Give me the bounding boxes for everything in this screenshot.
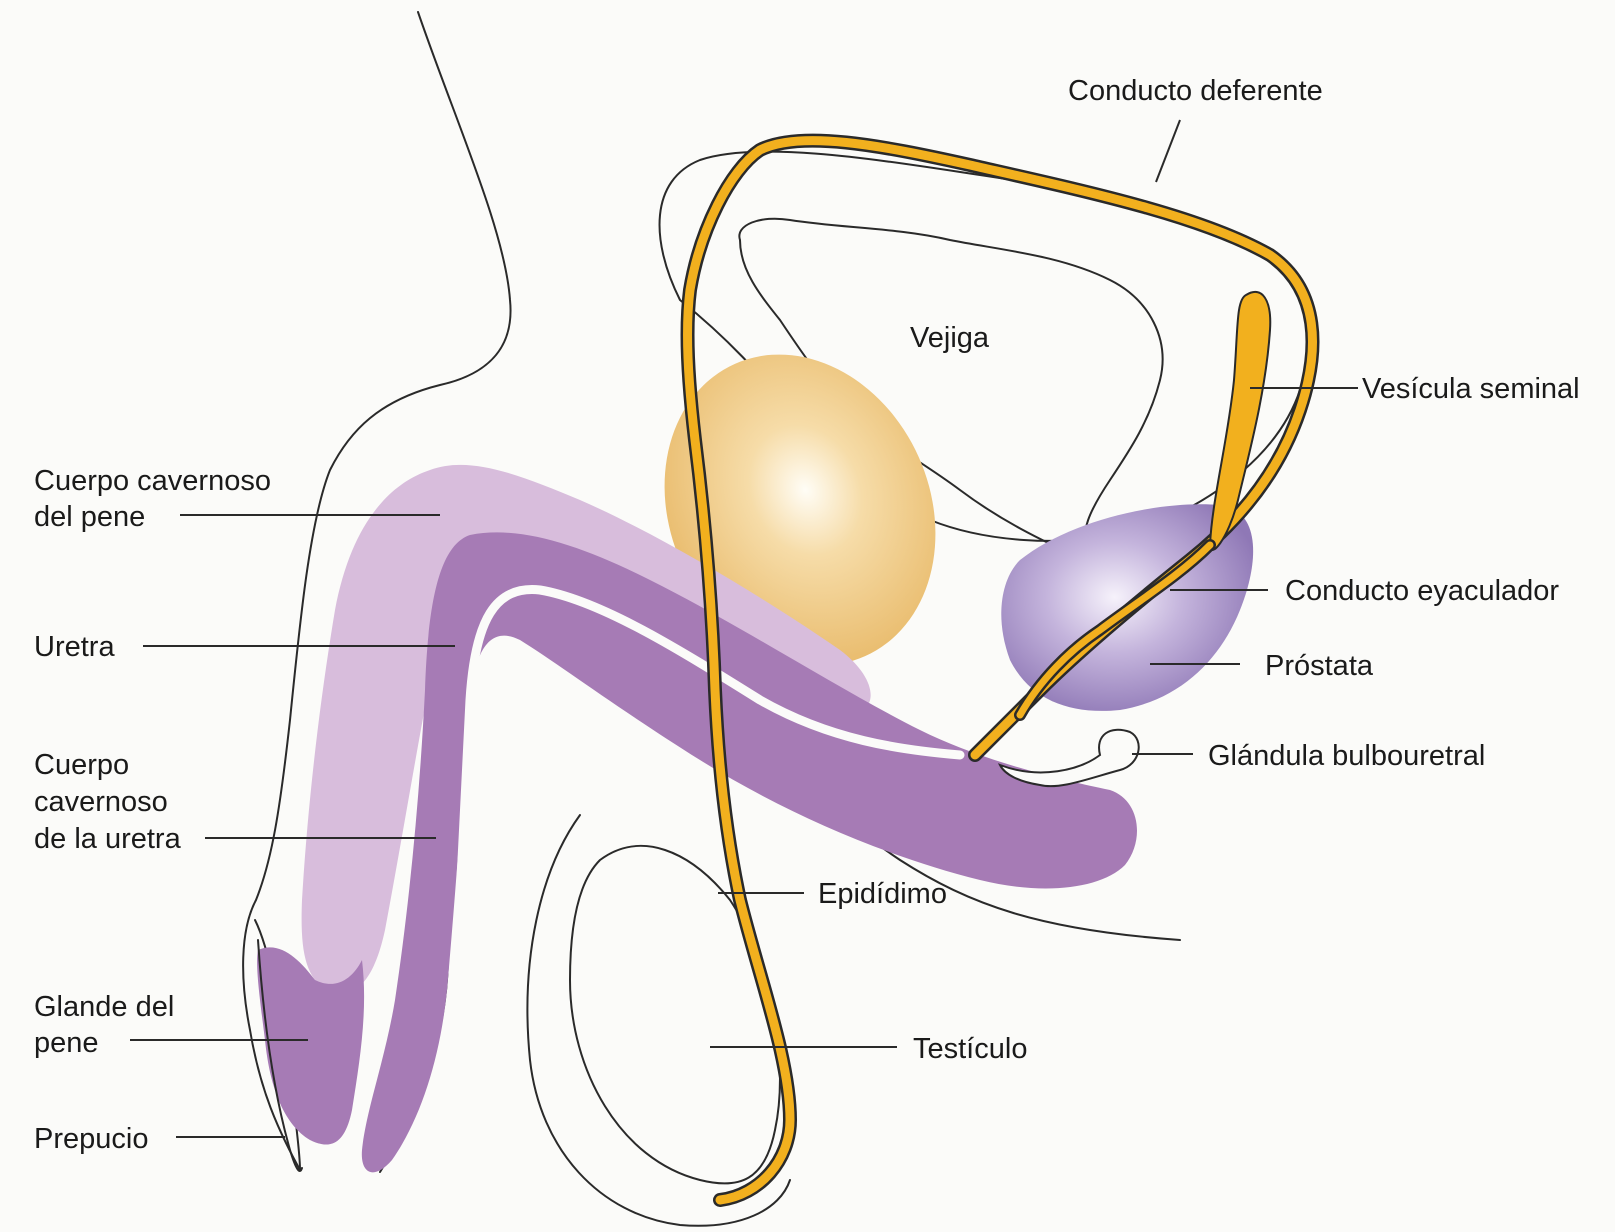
- label-cuerpo-cavernoso-uretra-3: de la uretra: [34, 823, 182, 855]
- label-cuerpo-cavernoso-uretra-2: cavernoso: [34, 786, 168, 818]
- label-vesicula-seminal: Vesícula seminal: [1362, 373, 1580, 405]
- label-glande-1: Glande del: [34, 991, 174, 1023]
- label-vejiga: Vejiga: [910, 322, 990, 354]
- label-prepucio: Prepucio: [34, 1123, 148, 1155]
- label-prostata: Próstata: [1265, 650, 1374, 682]
- scrotum-outline: [527, 815, 790, 1226]
- label-cuerpo-cavernoso-pene-1: Cuerpo cavernoso: [34, 465, 271, 497]
- label-conducto-deferente: Conducto deferente: [1068, 75, 1323, 107]
- leader-conducto-deferente: [1156, 120, 1180, 182]
- label-conducto-eyaculador: Conducto eyaculador: [1285, 575, 1559, 607]
- label-glandula-bulbouretral: Glándula bulbouretral: [1208, 740, 1485, 772]
- label-cuerpo-cavernoso-pene-2: del pene: [34, 501, 145, 533]
- bulbourethral-gland: [1000, 730, 1139, 786]
- label-cuerpo-cavernoso-uretra-1: Cuerpo: [34, 749, 129, 781]
- testicle-outline: [570, 846, 780, 1184]
- label-glande-2: pene: [34, 1027, 99, 1059]
- label-testiculo: Testículo: [913, 1033, 1027, 1065]
- label-epididimo: Epidídimo: [818, 878, 947, 910]
- label-uretra: Uretra: [34, 631, 115, 663]
